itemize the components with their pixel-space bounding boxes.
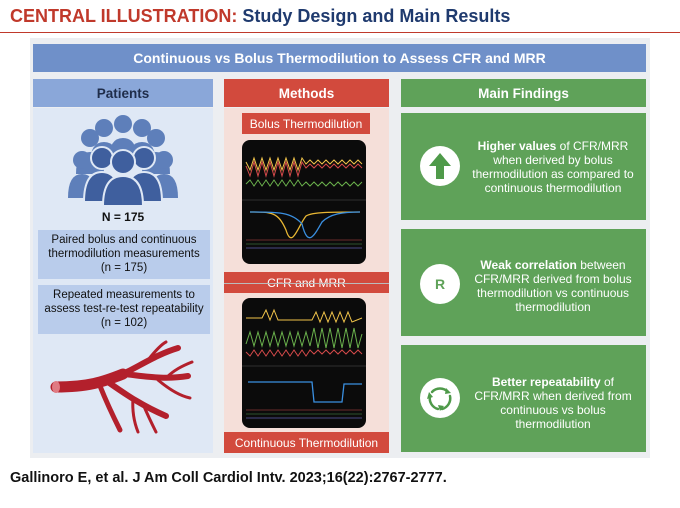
methods-connector xyxy=(224,283,389,284)
finding-2-text: Weak correlation between CFR/MRR derived… xyxy=(474,258,632,314)
citation: Gallinoro E, et al. J Am Coll Cardiol In… xyxy=(10,470,447,486)
finding-3-text: Better repeatability of CFR/MRR when der… xyxy=(474,375,632,431)
main-banner: Continuous vs Bolus Thermodilution to As… xyxy=(33,44,646,72)
continuous-thermodilution-label: Continuous Thermodilution xyxy=(224,432,389,453)
continuous-monitor-screen xyxy=(242,298,366,428)
up-arrow-icon xyxy=(420,146,460,186)
repeated-measurements-box: Repeated measurements to assess test-re-… xyxy=(38,285,210,334)
patient-count: N = 175 xyxy=(101,210,145,224)
patients-group-icon xyxy=(68,114,178,207)
paired-measurements-box: Paired bolus and continuous thermodiluti… xyxy=(38,230,210,279)
illustration-title: CENTRAL ILLUSTRATION: Study Design and M… xyxy=(10,6,511,26)
r-letter: R xyxy=(434,276,446,292)
methods-heading: Methods xyxy=(224,79,389,107)
r-letter-icon xyxy=(420,264,460,304)
header-divider xyxy=(0,32,680,33)
coronary-vessel-illustration xyxy=(48,340,198,435)
finding-1-text: Higher values of CFR/MRR when derived by… xyxy=(472,139,634,195)
patients-heading: Patients xyxy=(33,79,213,107)
findings-heading: Main Findings xyxy=(401,79,646,107)
bolus-monitor-screen xyxy=(242,140,366,264)
bolus-thermodilution-label: Bolus Thermodilution xyxy=(242,113,370,134)
cfr-mrr-label: CFR and MRR xyxy=(224,272,389,293)
cycle-arrows-icon xyxy=(420,378,460,418)
